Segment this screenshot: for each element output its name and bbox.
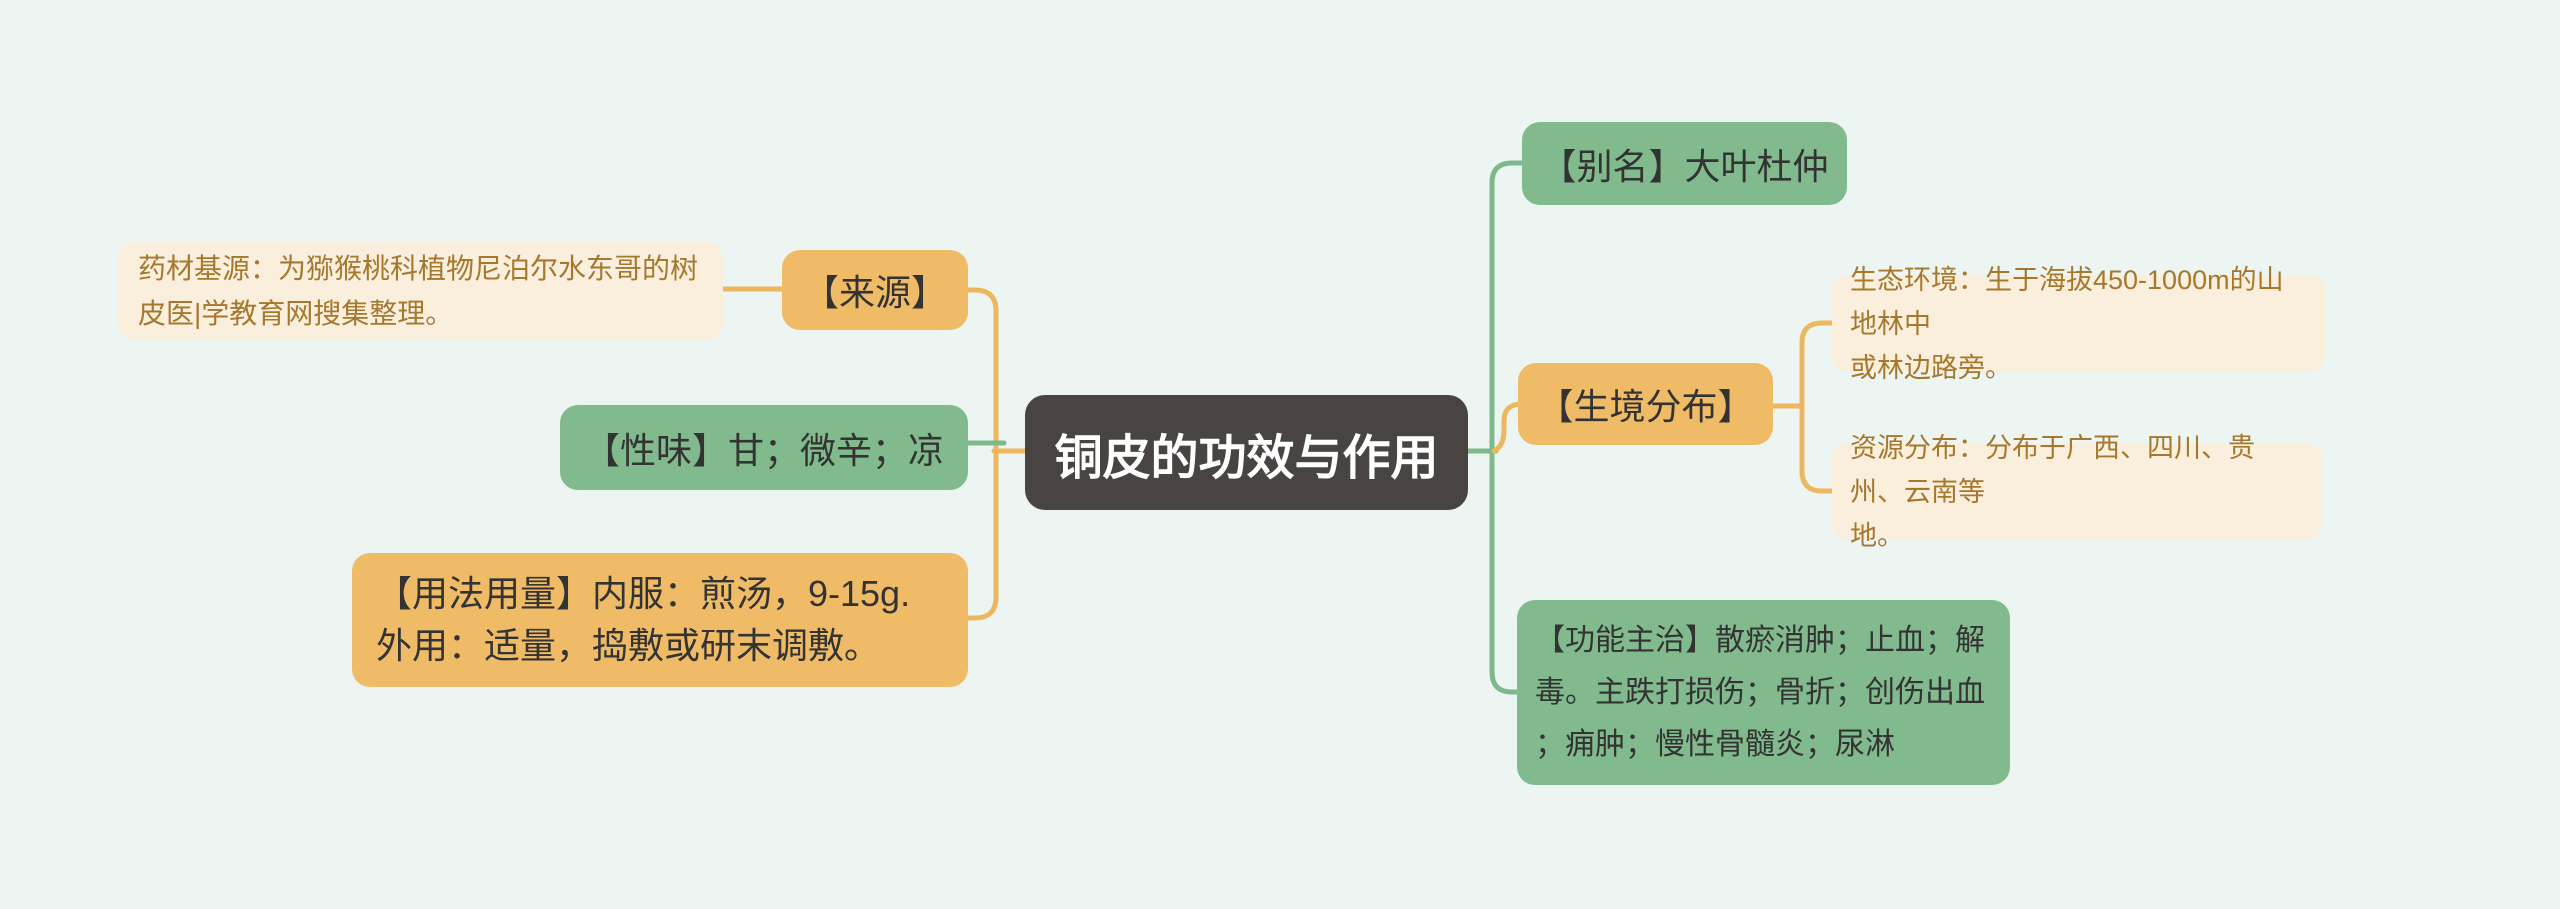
functions-node: 【功能主治】散瘀消肿；止血；解 毒。主跌打损伤；骨折；创伤出血 ；痈肿；慢性骨髓… (1517, 600, 2010, 785)
taste-node: 【性味】甘；微辛；凉 (560, 405, 968, 490)
connector-habitat-children-trunk (1799, 320, 1835, 494)
central-topic-node: 铜皮的功效与作用 (1025, 395, 1468, 510)
connector-right-trunk (1489, 160, 1525, 695)
connector-left-trunk (965, 287, 999, 621)
habitat-label-node: 【生境分布】 (1518, 363, 1773, 445)
connector-habitat-curve (1491, 401, 1525, 454)
resource-distribution-node: 资源分布：分布于广西、四川、贵州、云南等 地。 (1832, 433, 2322, 551)
alias-node: 【别名】大叶杜仲 (1522, 122, 1847, 205)
source-label-node: 【来源】 (782, 250, 968, 330)
dosage-node: 【用法用量】内服：煎汤，9-15g. 外用：适量，捣敷或研末调敷。 (352, 553, 968, 687)
eco-environment-node: 生态环境：生于海拔450-1000m的山地林中 或林边路旁。 (1832, 265, 2325, 383)
source-note-node: 药材基源：为猕猴桃科植物尼泊尔水东哥的树 皮医|学教育网搜集整理。 (118, 242, 723, 340)
